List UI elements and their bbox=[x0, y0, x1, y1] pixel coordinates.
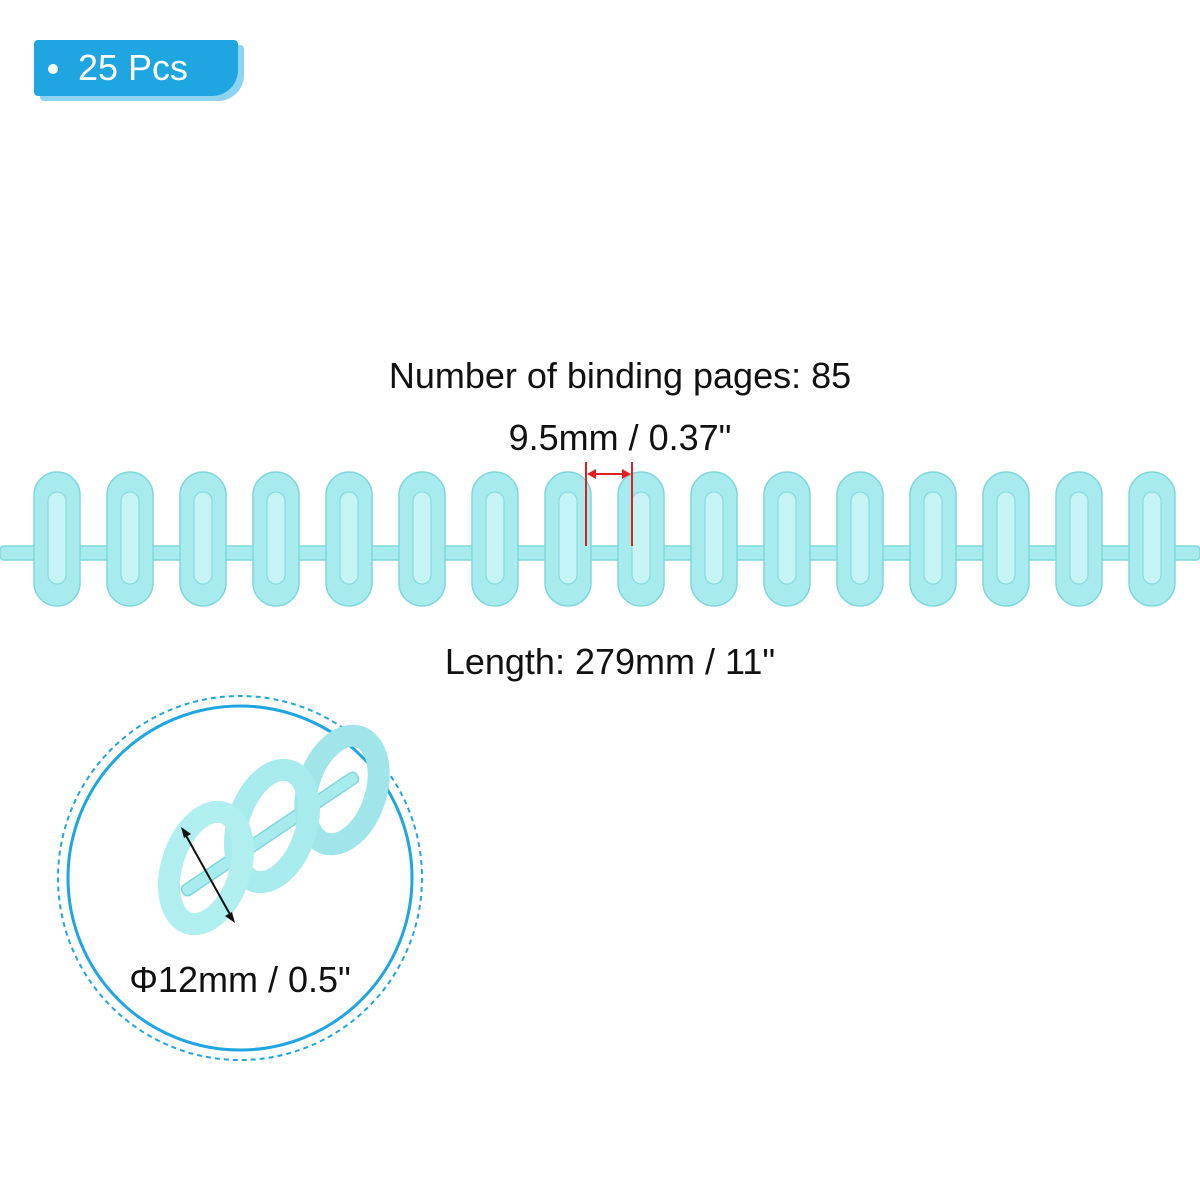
binding-ring-inner bbox=[193, 491, 213, 585]
pitch-arrowhead-left bbox=[587, 469, 596, 479]
diameter-label: Φ12mm / 0.5" bbox=[129, 959, 351, 1000]
binding-ring-inner bbox=[120, 491, 140, 585]
binding-ring-inner bbox=[485, 491, 505, 585]
binding-rings bbox=[33, 471, 1176, 607]
binding-ring-inner bbox=[923, 491, 943, 585]
detail-rings bbox=[158, 724, 390, 936]
binding-ring-inner bbox=[339, 491, 359, 585]
binding-ring-inner bbox=[850, 491, 870, 585]
binding-ring-inner bbox=[266, 491, 286, 585]
pitch-arrowhead-right bbox=[622, 469, 631, 479]
detail-circle-outer bbox=[57, 695, 423, 1061]
binding-ring-inner bbox=[996, 491, 1016, 585]
binding-ring-inner bbox=[1142, 491, 1162, 585]
diameter-arrow bbox=[183, 831, 233, 919]
detail-circle bbox=[66, 704, 414, 1052]
diameter-arrowhead-top bbox=[181, 827, 191, 838]
pitch-label: 9.5mm / 0.37" bbox=[508, 417, 732, 458]
quantity-label: 25 Pcs bbox=[78, 47, 189, 88]
binding-ring-inner bbox=[47, 491, 67, 585]
binding-ring-inner bbox=[1069, 491, 1089, 585]
diameter-arrowhead-bottom bbox=[225, 912, 235, 923]
length-label: Length: 279mm / 11" bbox=[444, 641, 776, 682]
quantity-badge: 25 Pcs bbox=[34, 40, 238, 96]
detail-ring bbox=[158, 800, 254, 936]
binding-ring-inner bbox=[558, 491, 578, 585]
spine-rod bbox=[0, 545, 1200, 561]
pitch-marker bbox=[585, 462, 633, 546]
bullet-icon bbox=[48, 64, 58, 74]
binding-pages-label: Number of binding pages: 85 bbox=[388, 355, 852, 396]
binding-ring-inner bbox=[704, 491, 724, 585]
binding-ring-inner bbox=[412, 491, 432, 585]
binding-ring-inner bbox=[777, 491, 797, 585]
